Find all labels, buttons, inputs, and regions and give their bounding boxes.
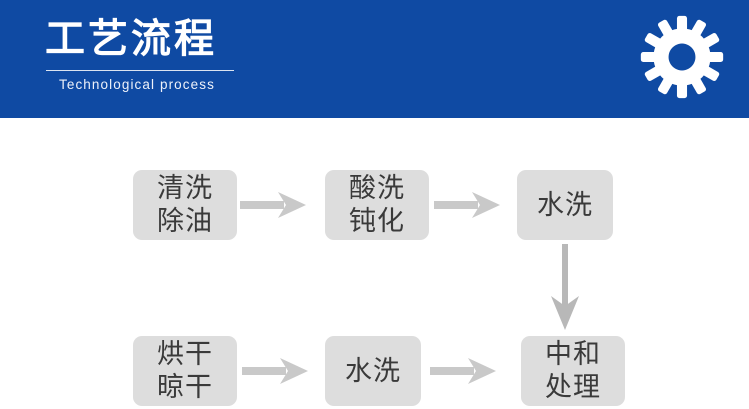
header-title-group: 工艺流程 Technological process <box>45 16 375 92</box>
page-header: 工艺流程 Technological process <box>0 0 749 118</box>
gear-icon <box>640 15 724 99</box>
arrow-right-icon <box>434 190 506 220</box>
arrow-down-icon <box>548 244 584 332</box>
flow-node-pickling-passivation[interactable]: 酸洗 钝化 <box>325 170 429 240</box>
flow-node-neutralization-treatment[interactable]: 中和 处理 <box>521 336 625 406</box>
page-subtitle: Technological process <box>59 77 215 92</box>
arrow-right-icon <box>430 356 502 386</box>
arrow-right-icon <box>240 190 312 220</box>
title-divider <box>46 70 234 71</box>
flow-node-water-wash-2[interactable]: 水洗 <box>325 336 421 406</box>
arrow-right-icon <box>242 356 314 386</box>
flow-node-cleaning-degreasing[interactable]: 清洗 除油 <box>133 170 237 240</box>
page-title: 工艺流程 <box>45 16 217 62</box>
flow-node-water-wash-1[interactable]: 水洗 <box>517 170 613 240</box>
flow-node-drying-air-drying[interactable]: 烘干 晾干 <box>133 336 237 406</box>
process-flow-diagram: 清洗 除油 酸洗 钝化 水洗 烘干 晾干 水洗 中和 处理 <box>0 118 749 409</box>
